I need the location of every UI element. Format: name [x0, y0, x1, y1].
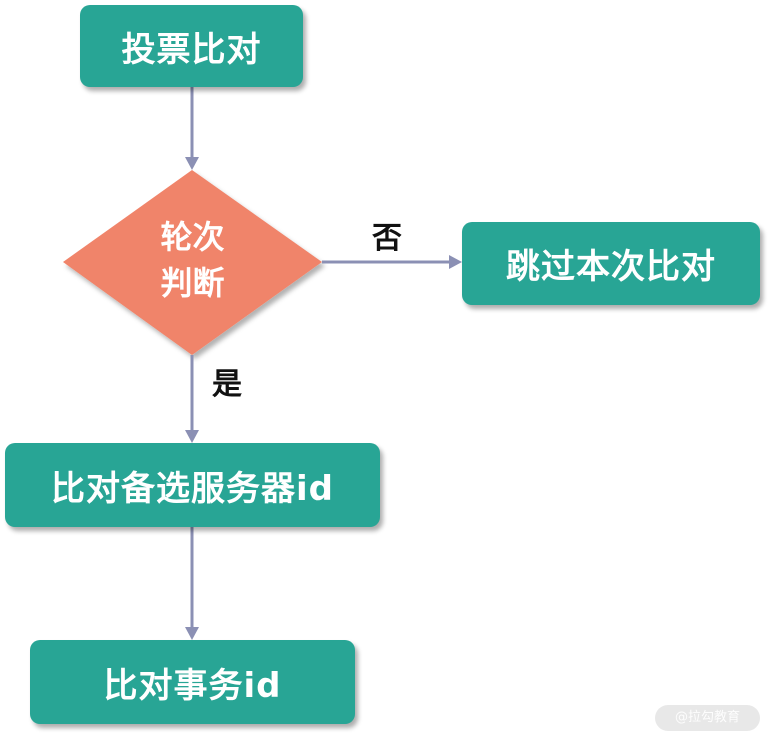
- arrow-decision-to-server-head: [185, 430, 199, 443]
- decision-diamond: [63, 170, 322, 355]
- node-compare-server-id: 比对备选服务器id: [5, 443, 380, 527]
- watermark: @拉勾教育: [655, 705, 760, 731]
- edge-label-no: 否: [372, 221, 402, 256]
- decision-label-line1: 轮次: [160, 218, 225, 256]
- decision-label-line2: 判断: [160, 264, 225, 302]
- node-compare-transaction-id: 比对事务id: [30, 640, 355, 724]
- arrow-server-to-txn-head: [185, 627, 199, 640]
- arrow-vote-to-decision-head: [185, 157, 199, 170]
- edge-label-yes: 是: [212, 367, 242, 402]
- node-vote-compare: 投票比对: [80, 5, 303, 87]
- arrow-decision-to-skip-head: [449, 255, 462, 269]
- decision-label: 轮次 判断: [63, 214, 322, 306]
- node-skip-compare: 跳过本次比对: [462, 222, 760, 305]
